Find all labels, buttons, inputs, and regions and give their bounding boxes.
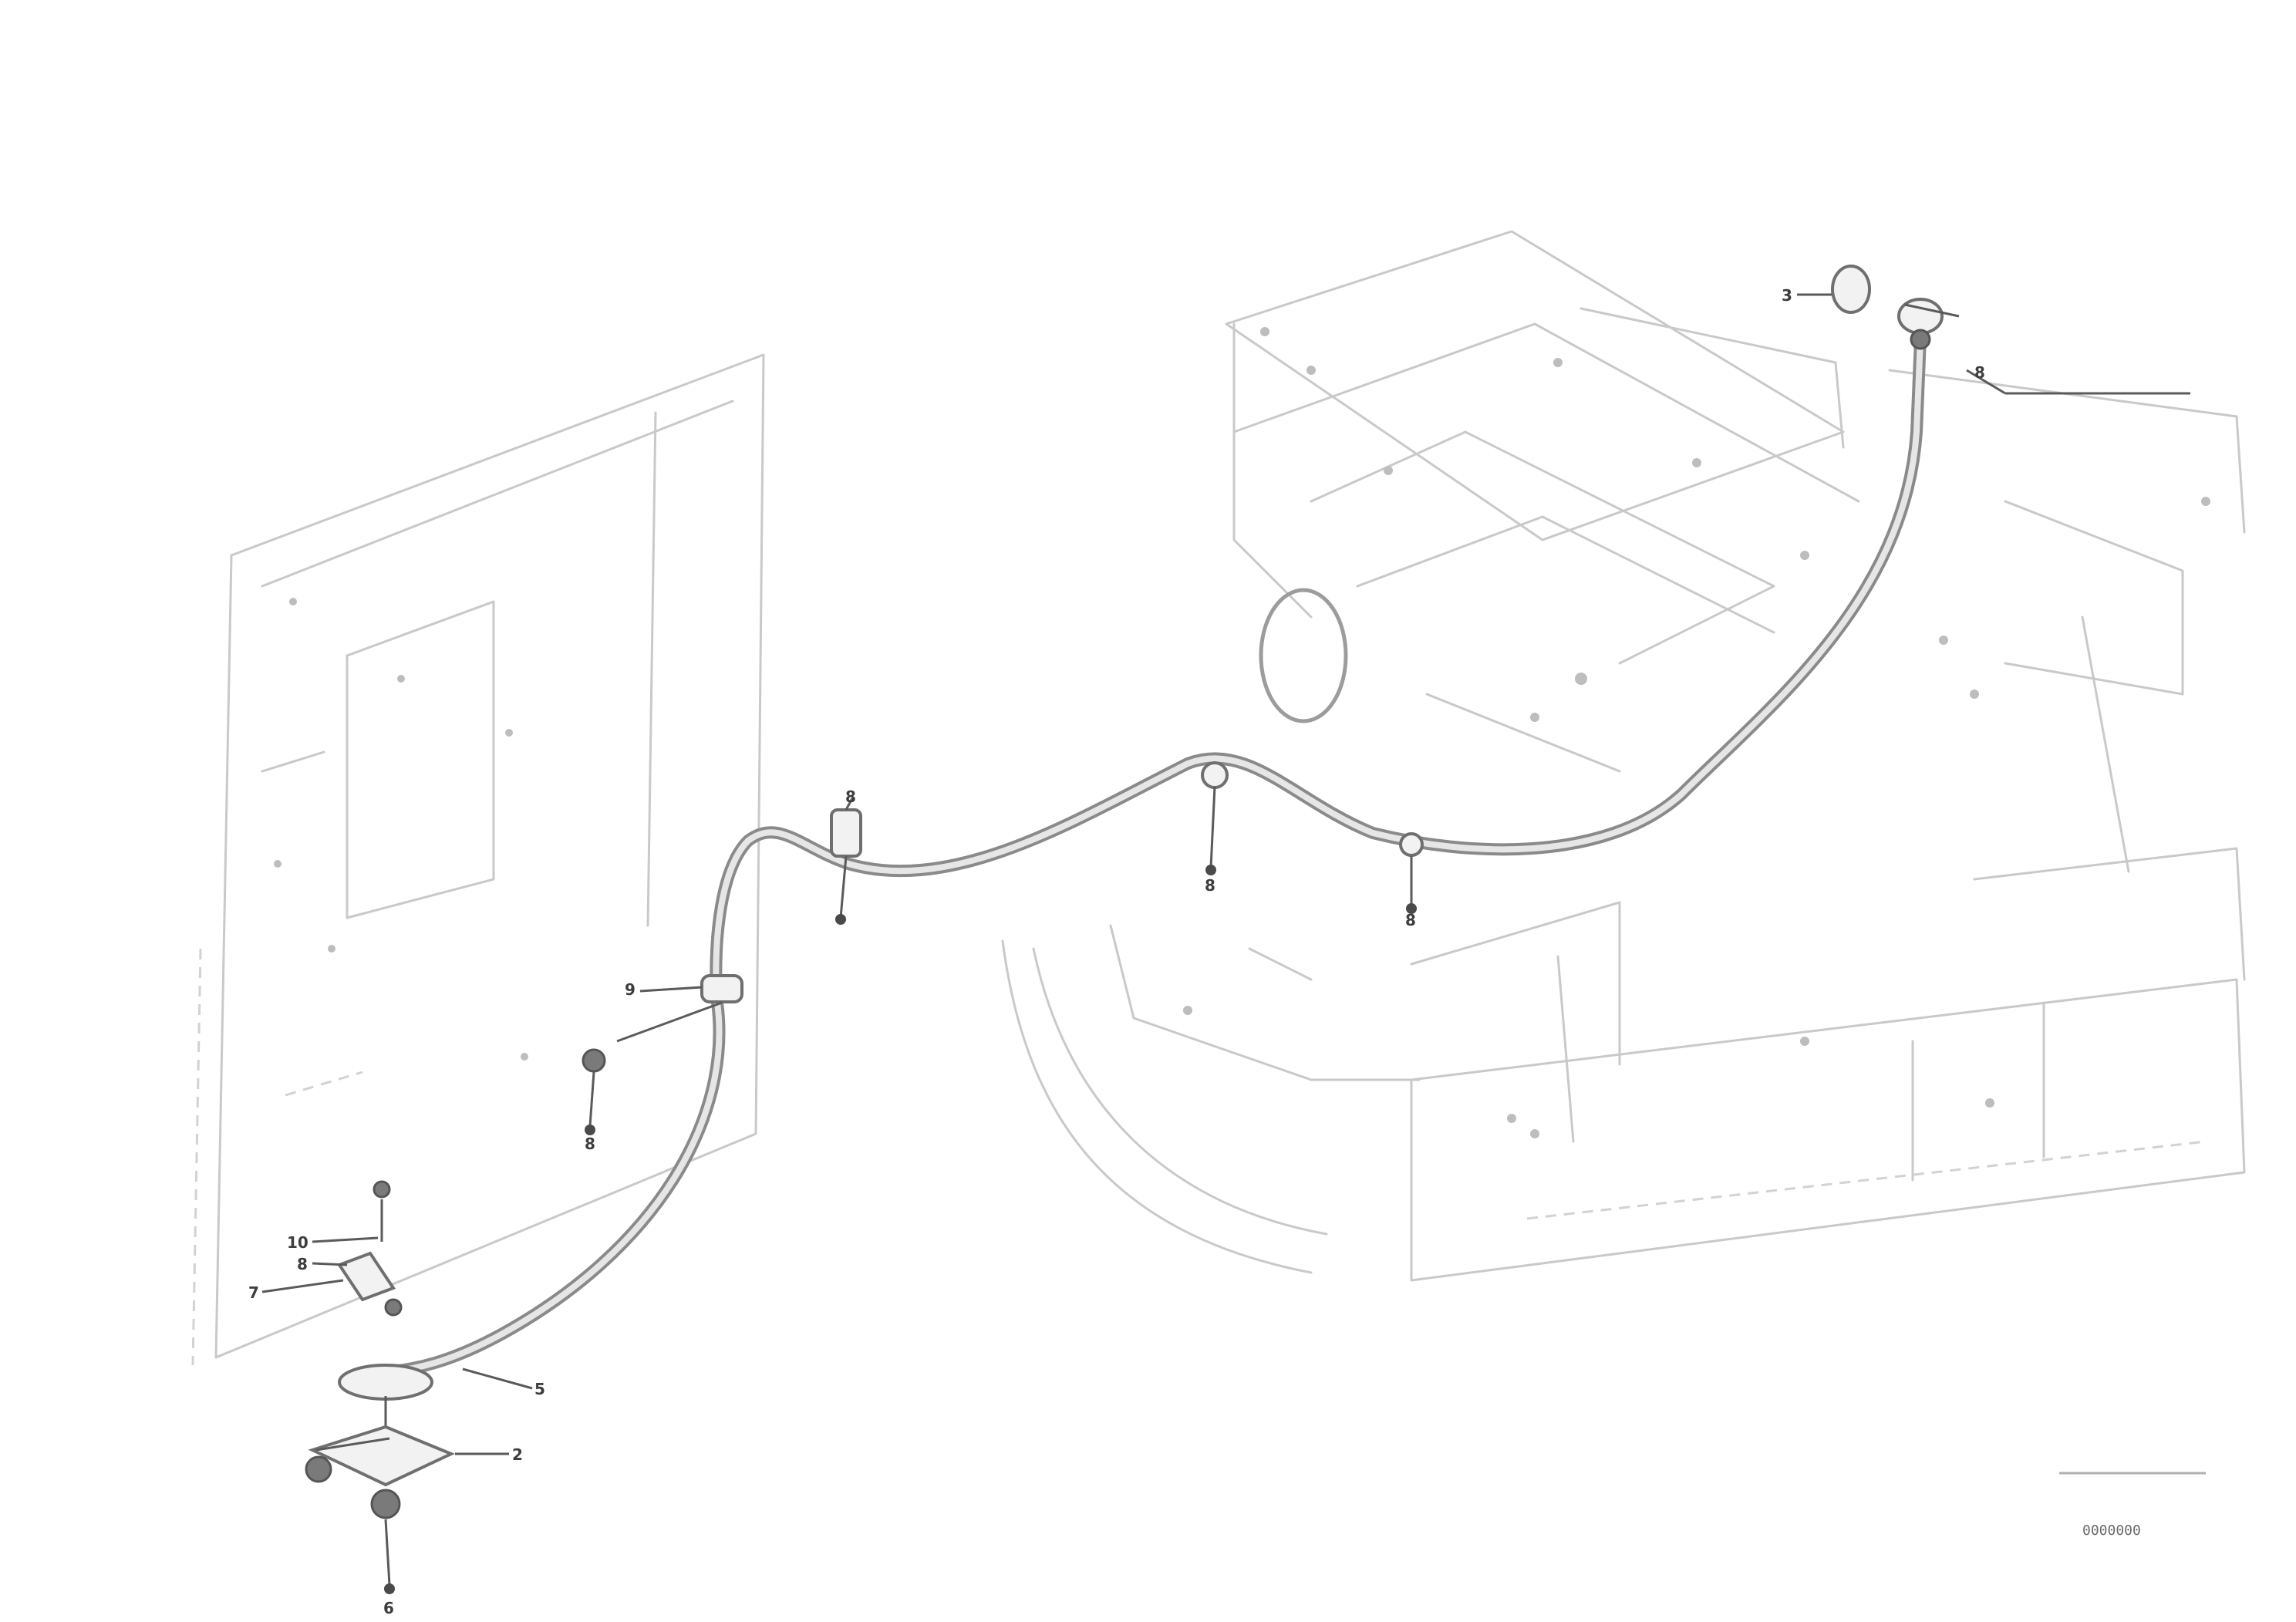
callout-label: 2: [512, 1445, 523, 1464]
hose-clip-1: [1201, 761, 1229, 875]
hose-assembly: [356, 333, 1927, 1387]
callout-label: 8: [845, 787, 856, 806]
drawing-code: 0000000: [2059, 1472, 2206, 1539]
background-frame: [1001, 847, 2246, 1282]
hose-clip-2: [1399, 832, 1424, 914]
callout-labels: 3 8 9 8 8 8 8 10 8 7 5 2 6: [248, 286, 1985, 1617]
callout-label: 8: [1974, 363, 1985, 382]
callout-label: 10: [287, 1233, 308, 1252]
callout-label: 7: [248, 1283, 259, 1302]
callout-label: 5: [534, 1380, 545, 1398]
callout-label: 8: [297, 1255, 308, 1273]
hose-clip-4: [616, 974, 743, 1043]
background-cab-panel: [191, 353, 765, 1366]
mount-stack: [305, 1180, 455, 1594]
drawing-code-line2: 0000000: [2082, 1523, 2141, 1539]
callout-label: 8: [1205, 876, 1215, 895]
callout-label: 6: [383, 1599, 394, 1617]
callout-label: 3: [1782, 286, 1792, 305]
callout-label: 9: [625, 980, 636, 999]
hose-clip-3: [830, 798, 862, 925]
callout-label: 8: [1405, 911, 1416, 929]
filler-cap: [1831, 265, 1960, 350]
hose-line: [356, 333, 1927, 1387]
background-engine: [1225, 230, 2246, 873]
callout-label: 8: [585, 1135, 595, 1153]
leader-lines: [261, 293, 2190, 1455]
fastener: [582, 1048, 606, 1135]
